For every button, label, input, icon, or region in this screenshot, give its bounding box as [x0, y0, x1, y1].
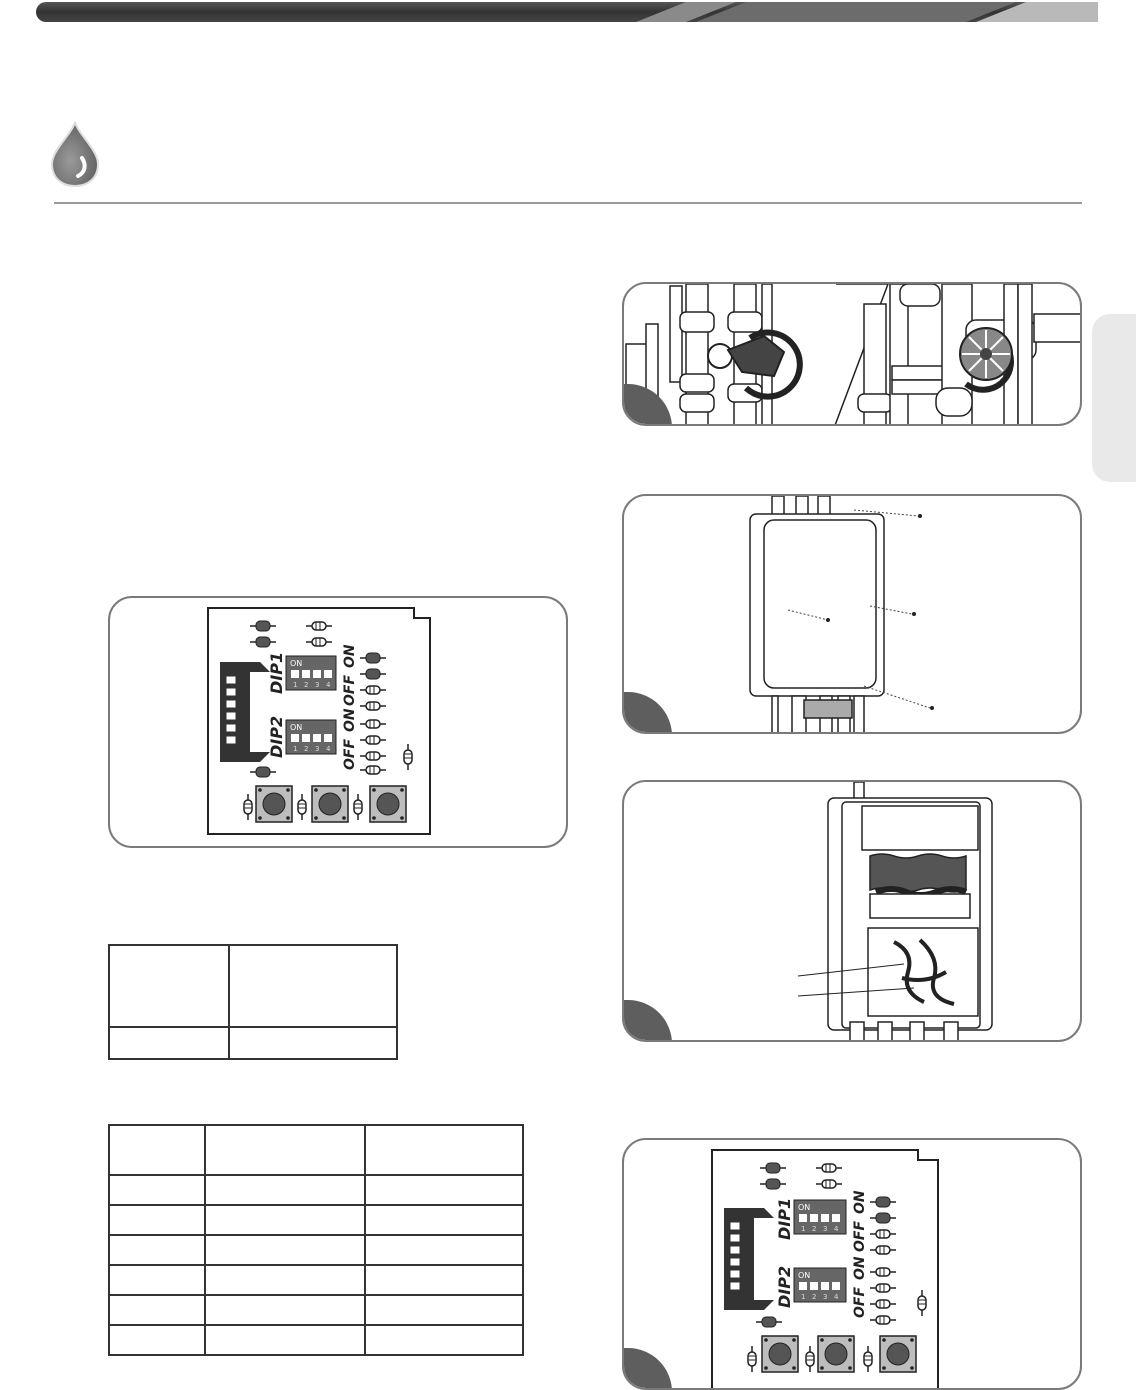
water-drop-icon	[50, 121, 100, 188]
table-row	[108, 1026, 398, 1060]
dip2-label: DIP2	[267, 716, 286, 758]
header-divider	[54, 202, 1082, 204]
water-heater-internal-icon	[797, 782, 993, 1040]
dip2-num-1: 1	[293, 745, 297, 753]
table-row	[108, 1204, 524, 1236]
ball-valve-handle-icon	[707, 334, 786, 378]
dip-switch-board-illustration: DIP1 ON 1 2 3 4 ON OFF DIP2 ON 1 2 3 4 O…	[207, 607, 431, 835]
table-row	[108, 1234, 524, 1266]
gate-valve-handle-icon	[959, 327, 1013, 381]
dip1-label: DIP1	[267, 652, 286, 694]
valves-illustration	[625, 284, 1080, 424]
table-row	[108, 1174, 524, 1206]
dip1-off-label: OFF	[342, 675, 358, 706]
dip-switch-board-illustration-2: DIP1 ON 1 2 3 4 ON OFF DIP2 ON 1 2 3 4 O…	[711, 1149, 939, 1388]
dip2-num-3-2: 3	[823, 1293, 827, 1301]
dip2-num-1-2: 1	[801, 1293, 805, 1301]
dip1-on-header: ON	[290, 659, 302, 668]
dip2-num-2-2: 2	[812, 1293, 816, 1301]
dip2-label-2: DIP2	[775, 1266, 794, 1308]
dip2-off-label: OFF	[342, 739, 358, 770]
table-row	[108, 1294, 524, 1326]
dip1-num-3: 3	[315, 681, 319, 689]
dip1-num-1: 1	[293, 681, 297, 689]
figure-dip-switch-board-step: DIP1 ON 1 2 3 4 ON OFF DIP2 ON 1 2 3 4 O…	[622, 1138, 1082, 1390]
figure-dip-switch-board: DIP1 ON 1 2 3 4 ON OFF DIP2 ON 1 2 3 4 O…	[108, 596, 568, 848]
dip1-on-label: ON	[342, 644, 358, 668]
dip2-num-4-2: 4	[834, 1293, 839, 1301]
dip1-num-2-2: 2	[812, 1225, 816, 1233]
dip2-off-label-2: OFF	[852, 1287, 868, 1318]
top-banner-bar	[36, 2, 1098, 22]
table-row	[108, 1124, 524, 1176]
dip2-on-header: ON	[290, 723, 302, 732]
figure-shutoff-valves	[622, 282, 1082, 426]
dip1-num-1-2: 1	[801, 1225, 805, 1233]
figure-unit-internal	[622, 780, 1082, 1042]
table-row	[108, 944, 398, 1028]
table-row	[108, 1324, 524, 1356]
dip2-on-label: ON	[342, 708, 358, 732]
figure-front-cover-screws	[622, 494, 1082, 734]
dip1-label-2: DIP1	[775, 1198, 794, 1240]
dip2-num-3: 3	[315, 745, 319, 753]
dip2-on-header-2: ON	[798, 1271, 810, 1280]
dip1-num-3-2: 3	[823, 1225, 827, 1233]
dip1-off-label-2: OFF	[852, 1221, 868, 1252]
dip1-on-label-2: ON	[852, 1190, 868, 1214]
dip2-num-4: 4	[326, 745, 331, 753]
table-row	[108, 1264, 524, 1296]
table-2	[108, 1124, 524, 1356]
dip1-num-4: 4	[326, 681, 331, 689]
table-1	[108, 944, 398, 1060]
dip1-num-4-2: 4	[834, 1225, 839, 1233]
dip2-num-2: 2	[304, 745, 308, 753]
dip1-on-header-2: ON	[798, 1203, 810, 1212]
dip1-num-2: 2	[304, 681, 308, 689]
chapter-side-tab[interactable]	[1092, 314, 1136, 482]
water-heater-front-cover-icon	[749, 496, 934, 732]
dip2-on-label-2: ON	[852, 1256, 868, 1280]
